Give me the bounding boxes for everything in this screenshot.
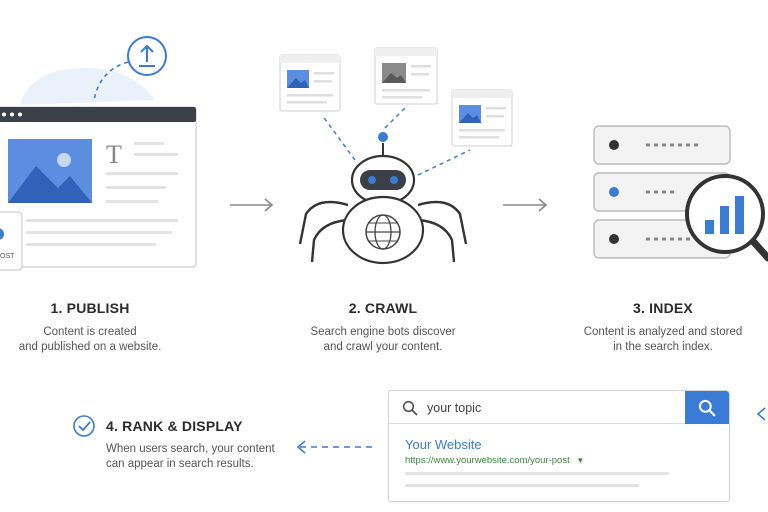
text-format-icon: T [106, 140, 122, 169]
upload-icon [127, 36, 167, 76]
search-input[interactable]: your topic [389, 391, 685, 424]
crawl-dashed-left [321, 114, 356, 161]
step-crawl-description: Search engine bots discover and crawl yo… [283, 325, 483, 355]
background-blob [20, 67, 155, 105]
globe-icon [365, 214, 401, 250]
search-button-icon [698, 399, 716, 417]
page-icon-right [451, 89, 513, 147]
check-circle-icon [73, 415, 95, 437]
page-icon-center [374, 47, 438, 105]
step-crawl-title: 2. CRAWL [348, 300, 418, 316]
result-snippet-line [405, 472, 669, 475]
step-publish-desc-line1: Content is created [43, 326, 137, 338]
crawl-dashed-right [417, 149, 471, 176]
step-index-desc-line1: Content is analyzed and stored [583, 326, 743, 338]
search-result-url: https://www.yourwebsite.com/your-post ▼ [405, 455, 584, 466]
arrow-publish-to-crawl [230, 198, 274, 212]
step-publish-description: Content is created and published on a we… [0, 325, 180, 355]
spider-robot-icon [298, 132, 468, 265]
step-rank-title: 4. RANK & DISPLAY [106, 418, 243, 434]
magnifier-icon [685, 174, 768, 262]
step-index-description: Content is analyzed and stored in the se… [563, 325, 763, 355]
search-button[interactable] [685, 391, 729, 424]
chevron-down-icon[interactable]: ▼ [576, 456, 585, 465]
step-crawl-desc-line1: Search engine bots discover [310, 326, 456, 338]
arrow-crawl-to-index [503, 198, 548, 212]
search-icon [402, 400, 418, 416]
search-result-title-link[interactable]: Your Website [405, 437, 482, 452]
search-results-box: your topic Your Website https://www.your… [388, 390, 730, 502]
browser-window-icon: T [0, 106, 197, 268]
step-index-desc-line2: in the search index. [613, 341, 713, 353]
result-snippet-line [405, 484, 639, 487]
upload-dashed-connector [93, 61, 129, 101]
incoming-arrow-right [756, 407, 766, 421]
search-query-text: your topic [427, 401, 482, 415]
step-index-title: 3. INDEX [633, 300, 693, 316]
step-publish-desc-line2: and published on a website. [18, 341, 162, 353]
step-rank-description: When users search, your content can appe… [106, 442, 306, 472]
step-rank-desc-line2: can appear in search results. [106, 458, 254, 470]
step-publish-title: 1. PUBLISH [50, 300, 130, 316]
search-result-url-text: https://www.yourwebsite.com/your-post [405, 455, 570, 466]
bar-chart-icon [705, 220, 714, 234]
arrow-index-to-rank [296, 440, 376, 454]
page-icon-left [279, 54, 341, 112]
crawl-dashed-center [384, 107, 406, 129]
step-rank-desc-line1: When users search, your content [106, 443, 275, 455]
post-badge [0, 211, 23, 271]
post-badge-label: OST [0, 253, 15, 260]
step-crawl-desc-line2: and crawl your content. [323, 341, 443, 353]
